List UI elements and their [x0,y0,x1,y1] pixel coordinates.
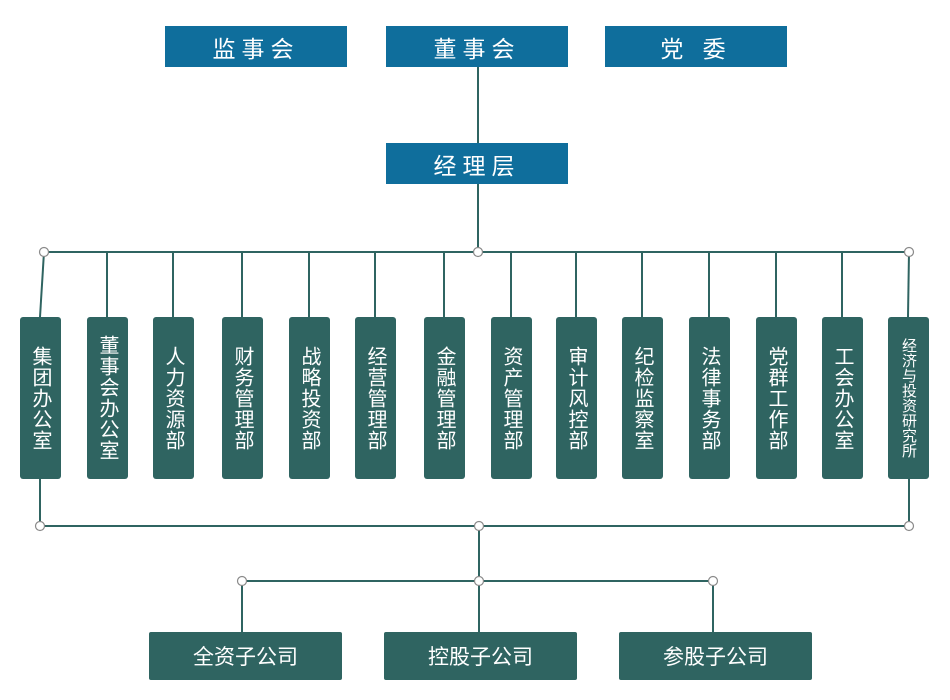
connector-line-16 [907,251,910,318]
dept-strategic-investment: 战略投资部 [289,317,330,479]
dept-financial-management: 金融管理部 [424,317,465,479]
junction-dot-0 [38,246,50,258]
dept-audit-risk: 审计风控部 [556,317,597,479]
junction-dot-7 [473,575,485,587]
dept-finance: 财务管理部 [222,317,263,479]
dept-labor-union: 工会办公室 [822,317,863,479]
minority-subsidiary-box: 参股子公司 [619,632,812,680]
supervisory-board-box: 监事会 [165,26,347,67]
junction-dot-6 [236,575,248,587]
dept-legal-affairs: 法律事务部 [689,317,730,479]
party-committee-box: 党 委 [605,26,787,67]
junction-dot-4 [473,520,485,532]
board-of-directors-box: 董事会 [386,26,568,67]
junction-dot-8 [707,575,719,587]
junction-dot-3 [34,520,46,532]
dept-discipline-inspection: 纪检监察室 [622,317,663,479]
dept-board-office: 董事会办公室 [87,317,128,479]
dept-group-office: 集团办公室 [20,317,61,479]
junction-dot-2 [903,246,915,258]
dept-human-resources: 人力资源部 [153,317,194,479]
junction-dot-1 [472,246,484,258]
junction-dot-5 [903,520,915,532]
dept-operations: 经营管理部 [355,317,396,479]
dept-asset-management: 资产管理部 [491,317,532,479]
wholly-owned-subsidiary-box: 全资子公司 [149,632,342,680]
controlled-subsidiary-box: 控股子公司 [384,632,577,680]
dept-economic-research: 经济与投资研究所 [888,317,929,479]
management-box: 经理层 [386,143,568,184]
connector-line-3 [39,251,45,318]
dept-party-mass: 党群工作部 [756,317,797,479]
